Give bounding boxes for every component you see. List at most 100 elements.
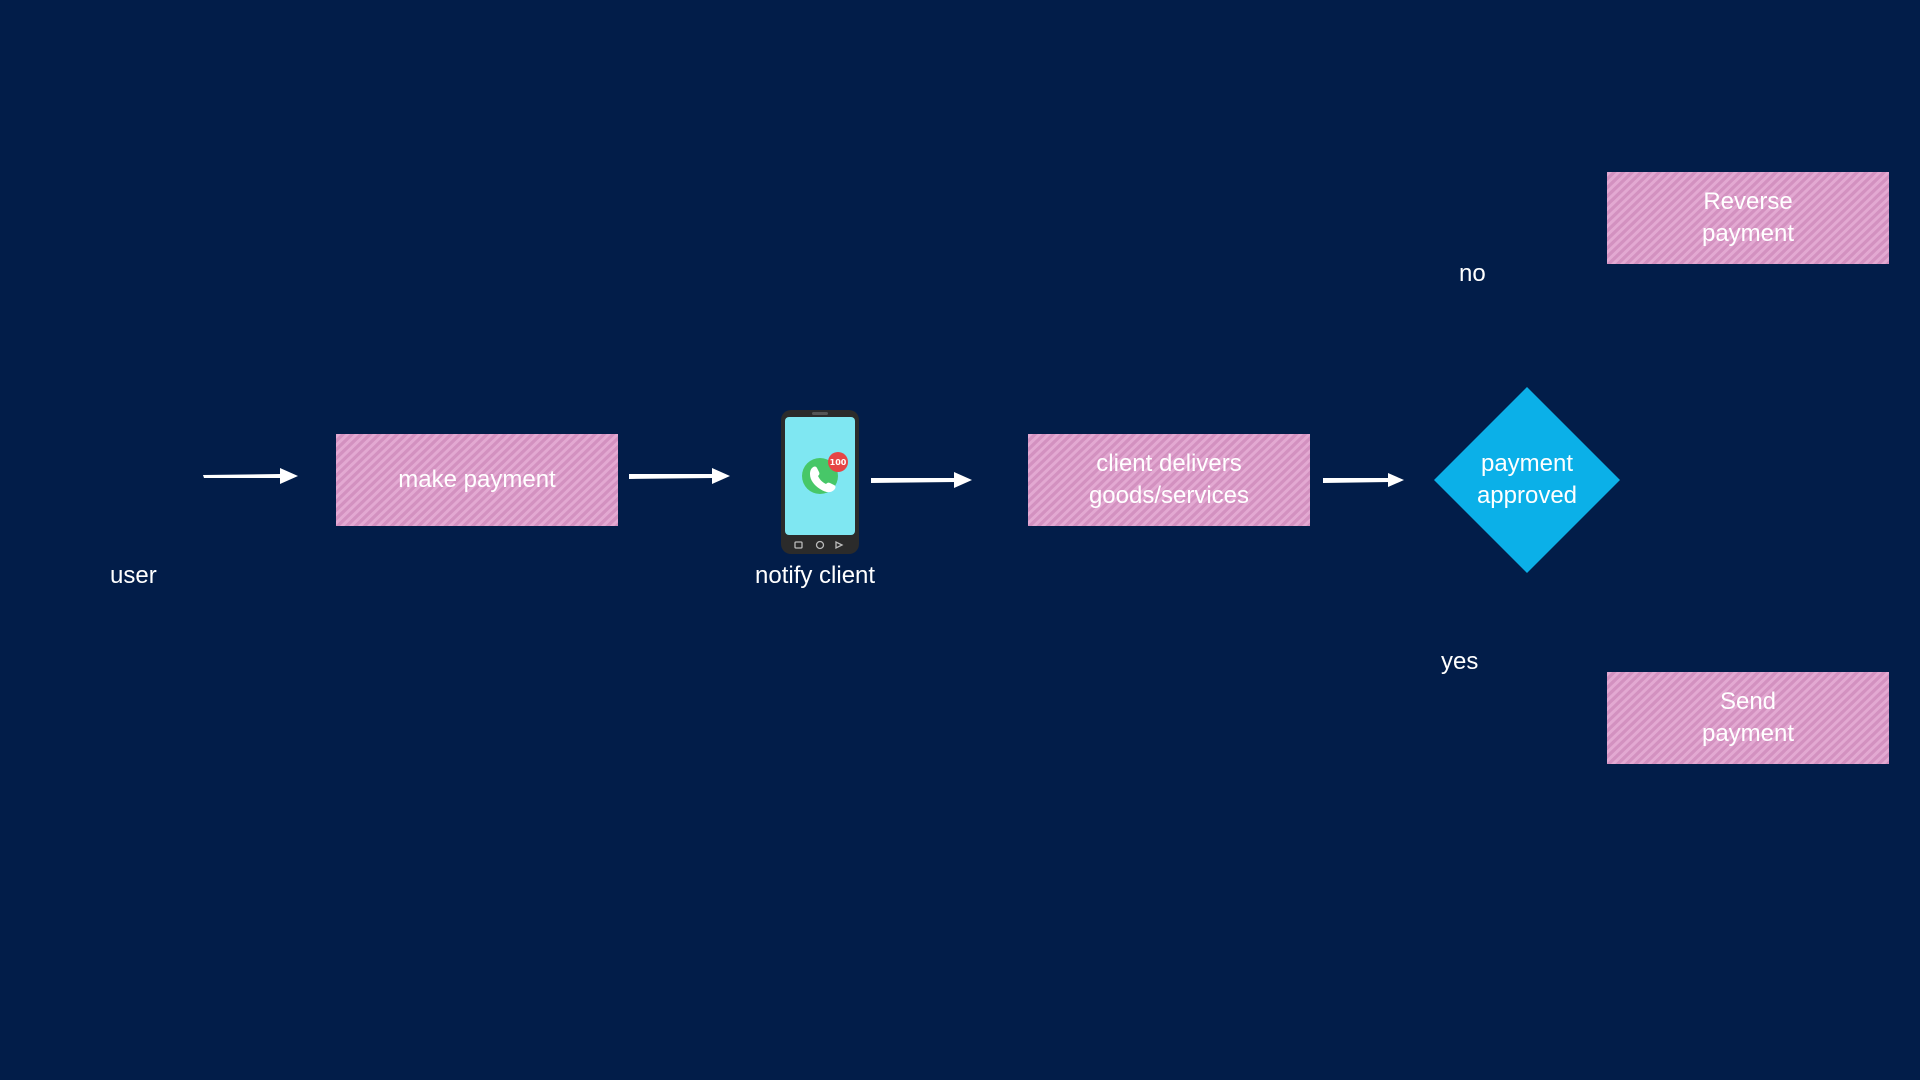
hatch-stroke bbox=[1028, 434, 1124, 526]
make-payment-label: make payment bbox=[398, 466, 556, 493]
hatch-stroke bbox=[1049, 434, 1151, 526]
hatch-stroke bbox=[1040, 434, 1142, 526]
hatch-stroke bbox=[336, 434, 369, 465]
hatch-stroke bbox=[1274, 492, 1310, 526]
hatch-stroke bbox=[510, 434, 612, 526]
payment-approved-label-line1: payment bbox=[1480, 450, 1574, 477]
hatch-stroke bbox=[1673, 672, 1775, 764]
hatch-stroke bbox=[1028, 434, 1079, 483]
hatch-stroke bbox=[1781, 672, 1883, 764]
hatch-stroke bbox=[336, 434, 387, 483]
hatch-stroke bbox=[546, 457, 618, 526]
hatch-stroke bbox=[1826, 704, 1889, 764]
client-delivers-hatch bbox=[1028, 434, 1310, 526]
hatch-stroke bbox=[1844, 221, 1889, 264]
hatch-stroke bbox=[1028, 434, 1052, 457]
hatch-stroke bbox=[366, 434, 468, 526]
hatch-stroke bbox=[1844, 721, 1889, 764]
hatch-stroke bbox=[1808, 187, 1889, 264]
hatch-stroke bbox=[1607, 172, 1640, 203]
hatch-stroke bbox=[1853, 730, 1889, 764]
send-payment-label-line2: payment bbox=[1701, 720, 1795, 747]
hatch-stroke bbox=[582, 492, 618, 526]
hatch-stroke bbox=[420, 434, 522, 526]
hatch-stroke bbox=[1718, 672, 1820, 764]
hatch-stroke bbox=[1028, 434, 1088, 491]
hatch-stroke bbox=[411, 434, 513, 526]
hatch-stroke bbox=[336, 434, 360, 457]
hatch-stroke bbox=[1628, 172, 1730, 264]
hatch-stroke bbox=[1220, 440, 1310, 526]
hatch-stroke bbox=[1265, 483, 1310, 526]
hatch-stroke bbox=[1085, 434, 1187, 526]
make-payment-text: make payment bbox=[332, 428, 622, 532]
hatch-stroke bbox=[1028, 434, 1097, 500]
hatch-stroke bbox=[1835, 213, 1889, 264]
client-delivers-label-line1: client delivers bbox=[1096, 450, 1242, 477]
hatch-stroke bbox=[465, 434, 567, 526]
hatch-stroke bbox=[1607, 672, 1649, 712]
hatch-stroke bbox=[519, 434, 618, 526]
hatch-stroke bbox=[573, 483, 618, 526]
hatch-stroke bbox=[1607, 172, 1676, 238]
hatch-stroke bbox=[1607, 172, 1703, 264]
hatch-stroke bbox=[1772, 172, 1874, 264]
hatch-stroke bbox=[1247, 466, 1310, 526]
hatch-stroke bbox=[1745, 172, 1847, 264]
hatch-stroke bbox=[1031, 434, 1133, 526]
hatch-stroke bbox=[1607, 172, 1685, 246]
send-payment-label-line1: Send bbox=[1719, 688, 1777, 715]
hatch-stroke bbox=[384, 434, 486, 526]
hatch-stroke bbox=[1862, 738, 1889, 764]
hatch-stroke bbox=[492, 434, 594, 526]
hatch-stroke bbox=[1790, 672, 1889, 764]
hatch-stroke bbox=[1607, 672, 1676, 738]
hatch-stroke bbox=[1184, 434, 1286, 526]
hatch-stroke bbox=[336, 434, 396, 491]
hatch-stroke bbox=[1028, 434, 1061, 465]
hatch-stroke bbox=[1028, 434, 1106, 508]
hatch-stroke bbox=[1607, 672, 1658, 721]
hatch-stroke bbox=[336, 434, 432, 526]
hatch-stroke bbox=[1691, 672, 1793, 764]
reverse-payment-label-line2: payment bbox=[1701, 220, 1795, 247]
hatch-stroke bbox=[1256, 475, 1310, 526]
send-payment-box: Send payment bbox=[1603, 666, 1893, 770]
hatch-stroke bbox=[1607, 172, 1694, 255]
hatch-stroke bbox=[1121, 434, 1223, 526]
hatch-stroke bbox=[429, 434, 531, 526]
hatch-stroke bbox=[1799, 178, 1889, 264]
arrow-notify-to-client-delivers bbox=[870, 470, 974, 490]
hatch-stroke bbox=[1094, 434, 1196, 526]
payment-approved-decision: payment approved bbox=[1432, 385, 1622, 575]
hatch-stroke bbox=[555, 466, 618, 526]
hatch-stroke bbox=[1709, 672, 1811, 764]
hatch-stroke bbox=[1862, 238, 1889, 264]
hatch-stroke bbox=[1607, 172, 1667, 229]
payment-approved-text: payment approved bbox=[1432, 385, 1622, 575]
hatch-stroke bbox=[1655, 172, 1757, 264]
phone-badge-count: 100 bbox=[830, 458, 847, 467]
hatch-stroke bbox=[1781, 172, 1883, 264]
hatch-stroke bbox=[1112, 434, 1214, 526]
hatch-stroke bbox=[1610, 672, 1712, 764]
hatch-stroke bbox=[1202, 434, 1304, 526]
send-payment-text: Send payment bbox=[1603, 666, 1893, 770]
hatch-stroke bbox=[564, 475, 618, 526]
make-payment-box: make payment bbox=[332, 428, 622, 532]
branch-yes-label: yes bbox=[1441, 648, 1479, 675]
hatch-stroke bbox=[1211, 434, 1310, 526]
hatch-stroke bbox=[1283, 500, 1310, 526]
hatch-stroke bbox=[1076, 434, 1178, 526]
hatch-stroke bbox=[402, 434, 504, 526]
hatch-stroke bbox=[1745, 672, 1847, 764]
hatch-stroke bbox=[537, 449, 618, 526]
hatch-stroke bbox=[1646, 172, 1748, 264]
hatch-stroke bbox=[1871, 247, 1889, 264]
reverse-payment-box: Reverse payment bbox=[1603, 166, 1893, 270]
hatch-stroke bbox=[357, 434, 459, 526]
hatch-stroke bbox=[1607, 672, 1703, 764]
hatch-stroke bbox=[1607, 172, 1649, 212]
hatch-stroke bbox=[336, 434, 423, 517]
hatch-stroke bbox=[336, 434, 414, 508]
